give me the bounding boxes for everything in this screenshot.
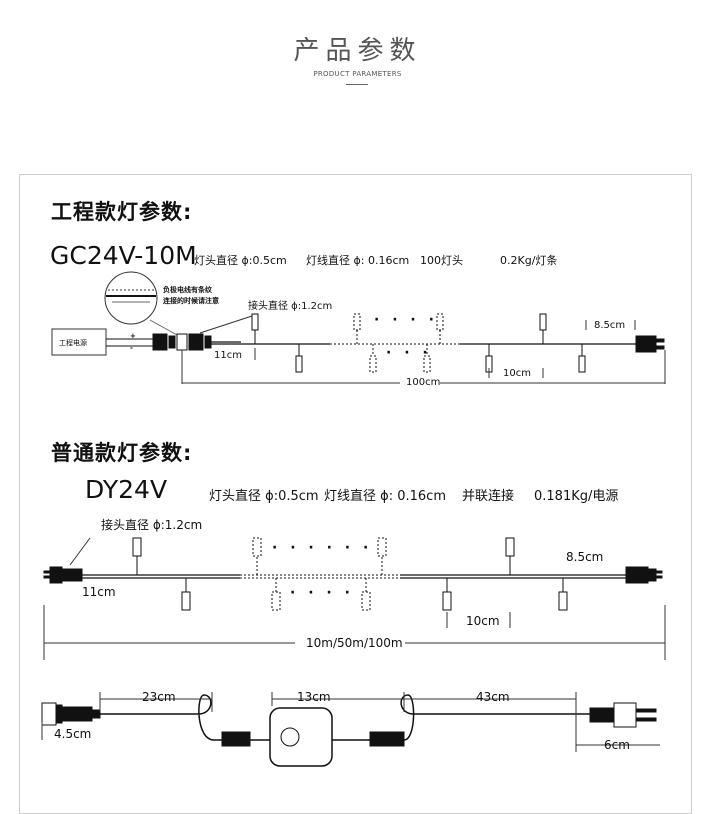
cable-strain-relief-right [369, 731, 405, 747]
engineering-dim-end: 8.5cm [594, 320, 626, 331]
cable-dim-lead: 23cm [142, 690, 176, 704]
engineering-power-label: 工程电源 [59, 339, 87, 347]
standard-spec-connection: 并联连接 [462, 489, 515, 504]
cable-strain-relief-left [221, 731, 251, 747]
power-plug [589, 702, 657, 728]
standard-dim-end: 8.5cm [566, 550, 604, 564]
cable-dim-controller: 13cm [297, 690, 331, 704]
wire-cross-section-magnifier [104, 271, 158, 325]
standard-spec-head-diameter: 灯头直径 ɸ:0.5cm [209, 489, 319, 504]
standard-model: DY24V [85, 475, 168, 504]
engineering-note-line1: 负极电线有条纹 [163, 286, 212, 294]
cable-dim-connector: 4.5cm [54, 727, 92, 741]
standard-spec-weight: 0.181Kg/电源 [534, 489, 619, 504]
power-supply-box [51, 328, 107, 356]
standard-dim-total: 10m/50m/100m [306, 636, 403, 650]
controller-box [269, 707, 333, 767]
page-title: 产品参数 [293, 36, 422, 66]
standard-bulbs-down [181, 578, 568, 611]
engineering-minus-sign: - [130, 344, 133, 352]
engineering-connector [152, 333, 212, 351]
engineering-bulbs-up [251, 313, 547, 344]
standard-end-plug [625, 566, 663, 584]
engineering-section-title: 工程款灯参数: [51, 200, 193, 224]
engineering-plus-sign: + [130, 332, 136, 340]
standard-dim-spacing: 10cm [466, 614, 500, 628]
engineering-note-line2: 连接的时候请注意 [163, 297, 219, 305]
standard-dots-top: · · · · · · [272, 540, 373, 556]
standard-dim-start: 11cm [82, 585, 116, 599]
standard-section-title: 普通款灯参数: [51, 441, 193, 465]
title-divider [346, 84, 368, 85]
engineering-spec-head-diameter: 灯头直径 ɸ:0.5cm [194, 254, 287, 267]
cable-dim-cord: 43cm [476, 690, 510, 704]
engineering-dots-bottom: · · · [386, 345, 432, 361]
cable-dim-plug: 6cm [604, 738, 630, 752]
standard-connector-diameter: 接头直径 ɸ:1.2cm [101, 518, 203, 532]
standard-spec-wire-diameter: 灯线直径 ɸ: 0.16cm [324, 489, 446, 504]
engineering-dots-top: · · · · [374, 312, 438, 328]
engineering-diagram [51, 271, 666, 384]
engineering-dim-start: 11cm [214, 350, 242, 361]
standard-bulbs-up [132, 537, 515, 575]
cable-connector [41, 702, 101, 726]
engineering-model: GC24V-10M [50, 241, 197, 270]
engineering-connector-diameter: 接头直径 ɸ:1.2cm [248, 301, 333, 312]
engineering-end-plug [635, 335, 665, 353]
engineering-spec-wire-diameter: 灯线直径 ɸ: 0.16cm [306, 254, 410, 267]
engineering-spec-weight: 0.2Kg/灯条 [500, 254, 558, 267]
engineering-dim-spacing: 10cm [503, 368, 531, 379]
standard-start-connector [43, 566, 83, 584]
engineering-dim-total: 100cm [406, 377, 441, 388]
page-subtitle: PRODUCT PARAMETERS [313, 70, 402, 78]
controller-button [280, 727, 300, 747]
engineering-spec-head-count: 100灯头 [420, 254, 463, 267]
standard-dots-bottom: · · · · [290, 585, 354, 601]
power-cable-diagram [41, 692, 660, 767]
engineering-bulbs-down [295, 344, 586, 373]
standard-diagram [43, 537, 666, 660]
